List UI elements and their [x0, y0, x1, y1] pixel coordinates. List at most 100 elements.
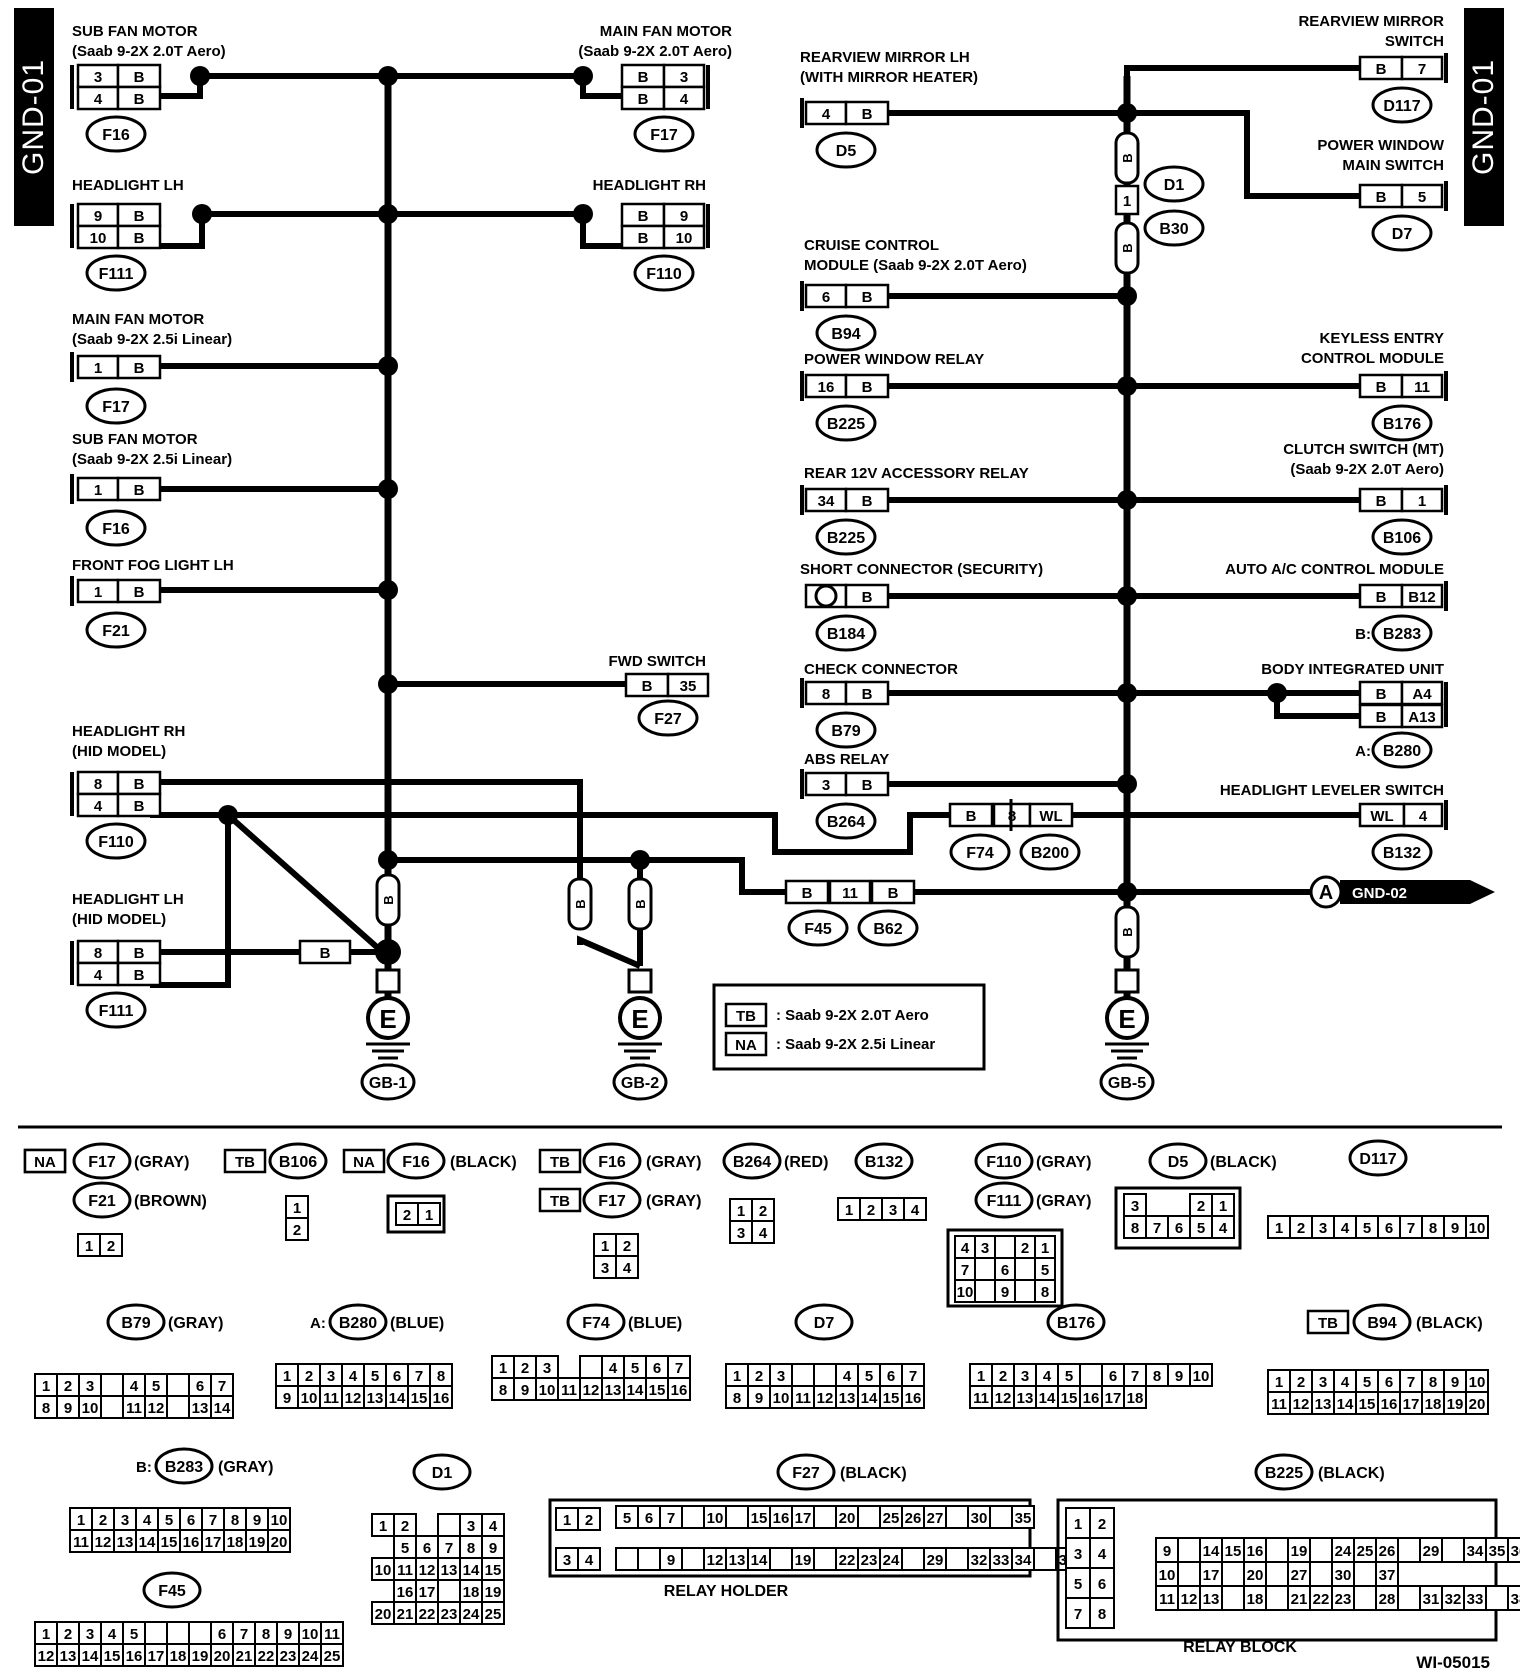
view-color: (BLACK)	[1318, 1465, 1385, 1482]
connector-id-text: F111	[99, 266, 134, 283]
view-id-text: B280	[339, 1315, 377, 1332]
cavity	[1177, 1537, 1201, 1563]
cavity-number: 30	[971, 1510, 988, 1527]
connector-id-text: D117	[1383, 98, 1420, 115]
cavity-number: 7	[1407, 1374, 1415, 1391]
cavity-number: 3	[737, 1225, 745, 1242]
cavity	[166, 1395, 190, 1419]
component-label: SUB FAN MOTOR	[72, 431, 198, 448]
cavity-number: 4	[623, 1260, 632, 1277]
cavity-number: 7	[209, 1512, 217, 1529]
connector-id	[857, 909, 919, 947]
cavity-number: 10	[375, 1562, 392, 1579]
ground-terminal-gb1	[375, 939, 401, 965]
connector-pin	[844, 100, 890, 126]
wire-color-tag	[1114, 221, 1140, 275]
connector-pin-label: 1	[94, 482, 102, 499]
variant-code	[223, 1148, 267, 1174]
cavity-number: 12	[817, 1390, 834, 1407]
variant-code-label: TB	[550, 1154, 570, 1171]
splice-point	[378, 66, 398, 86]
cavity	[100, 1395, 124, 1419]
connector-id	[1371, 518, 1433, 556]
connector-pin-label: A13	[1408, 709, 1436, 726]
cavity-number: 5	[371, 1368, 379, 1385]
cavity	[1221, 1585, 1245, 1611]
component-label: REARVIEW MIRROR	[1298, 13, 1444, 30]
cavity-number: 12	[583, 1382, 600, 1399]
cavity-number: 2	[64, 1378, 72, 1395]
ground-letter: E	[379, 1004, 396, 1034]
connector-pin	[666, 672, 710, 698]
view-id-text: F27	[792, 1465, 820, 1482]
cavity-number: 17	[419, 1584, 436, 1601]
cavity-number: 10	[1193, 1368, 1210, 1385]
cavity	[1123, 1385, 1147, 1409]
cavity	[1089, 1597, 1115, 1629]
cavity-number: 14	[214, 1400, 231, 1417]
cavity-number: 10	[271, 1512, 288, 1529]
view-color: (BLACK)	[840, 1465, 907, 1482]
cavity-number: 3	[86, 1378, 94, 1395]
cavity-number: 6	[218, 1626, 226, 1643]
connector-pin-label: B	[1376, 493, 1387, 510]
cavity-number: 14	[82, 1648, 99, 1665]
legend-code-label: TB	[736, 1008, 756, 1025]
cavity-number: 2	[305, 1368, 313, 1385]
connector-id	[1371, 404, 1433, 442]
variant-code	[23, 1148, 67, 1174]
connector-pin-label: B	[862, 686, 873, 703]
cavity-number: 8	[1098, 1606, 1106, 1623]
component-label: SHORT CONNECTOR (SECURITY)	[800, 561, 1043, 578]
wire-color-tag	[375, 873, 401, 927]
cavity-number: 12	[95, 1534, 112, 1551]
view-color: (BLACK)	[1210, 1154, 1277, 1171]
cavity-number: 20	[271, 1534, 288, 1551]
connector-pin-label: A4	[1412, 686, 1432, 703]
component-label: (Saab 9-2X 2.0T Aero)	[72, 43, 226, 60]
cavity-number: 5	[1363, 1374, 1371, 1391]
view-id	[974, 1142, 1034, 1180]
cavity-number: 10	[1159, 1567, 1176, 1584]
cavity	[285, 1217, 309, 1241]
connector-pin-label: 8	[822, 686, 830, 703]
cavity-number: 26	[905, 1510, 922, 1527]
cavity-number: 7	[1153, 1220, 1161, 1237]
cavity-number: 34	[1015, 1552, 1032, 1569]
connector-id	[787, 909, 849, 947]
view-color: (BROWN)	[134, 1193, 207, 1210]
cavity-number: 13	[1315, 1396, 1332, 1413]
cavity-number: 5	[152, 1378, 160, 1395]
cavity-number: 35	[1489, 1543, 1506, 1560]
cavity	[1265, 1585, 1289, 1611]
cavity-number: 3	[1319, 1220, 1327, 1237]
cavity-number: 19	[249, 1534, 266, 1551]
cavity-number: 19	[485, 1584, 502, 1601]
cavity	[945, 1547, 969, 1571]
cavity-number: 6	[653, 1360, 661, 1377]
cavity	[1065, 1537, 1091, 1569]
connector-id-text: B264	[827, 814, 865, 831]
connector-pin-label: 4	[822, 106, 831, 123]
component-label: KEYLESS ENTRY	[1320, 330, 1444, 347]
cavity	[1189, 1363, 1213, 1387]
connector-pin	[1028, 802, 1074, 828]
ground-id-text: GB-1	[369, 1075, 407, 1092]
connector-pin	[1400, 183, 1444, 209]
connector-pin	[1400, 487, 1444, 513]
connector-pin-label: 3	[94, 69, 102, 86]
connector-pin-label: 11	[1414, 379, 1430, 396]
connector-pin	[784, 879, 830, 905]
view-id	[1348, 1139, 1408, 1177]
connector-id-text: F110	[98, 834, 134, 851]
view-color: (BLACK)	[450, 1154, 517, 1171]
cavity-number: 10	[1469, 1220, 1486, 1237]
cavity	[1011, 1505, 1035, 1529]
cavity-number: 10	[301, 1390, 318, 1407]
view-color: (GRAY)	[134, 1154, 189, 1171]
component-label: (Saab 9-2X 2.0T Aero)	[578, 43, 732, 60]
component-label: POWER WINDOW	[1317, 137, 1444, 154]
cavity-number: 11	[561, 1382, 577, 1399]
connector-pin	[844, 487, 890, 513]
connector-id	[1371, 731, 1433, 769]
